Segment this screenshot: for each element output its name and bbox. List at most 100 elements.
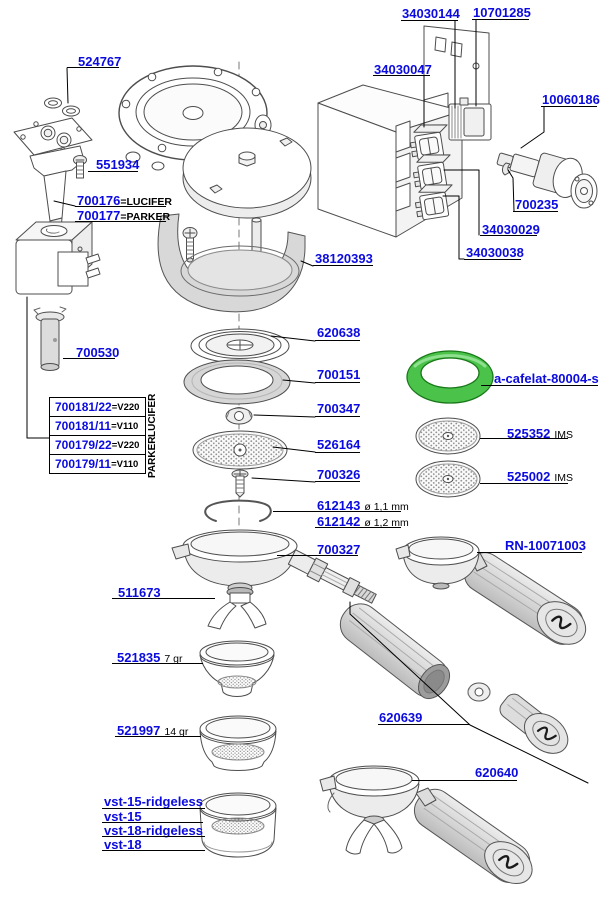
leader-underline [277, 555, 358, 556]
part-link-700181-11[interactable]: 700181/11 [55, 419, 112, 433]
leader-underline [401, 20, 458, 21]
part-link-525352[interactable]: 525352 [507, 426, 551, 441]
leader-underline [541, 106, 597, 107]
leader-underline [378, 724, 470, 725]
ims-screen-drawings [415, 417, 481, 498]
part-label-524767: 524767 [78, 55, 121, 68]
part-link-vst-18-ridgeless[interactable]: vst-18-ridgeless [104, 823, 203, 838]
leader-underline [88, 171, 138, 172]
part-link-700177[interactable]: 700177 [77, 208, 121, 223]
part-label-620638: 620638 [317, 326, 360, 339]
part-label-700235: 700235 [515, 198, 558, 211]
part-link-620640[interactable]: 620640 [475, 765, 519, 780]
part-link-620639[interactable]: 620639 [379, 710, 423, 725]
part-link-521997[interactable]: 521997 [117, 723, 161, 738]
part-link-RN-10071003[interactable]: RN-10071003 [505, 538, 586, 553]
part-link-612142[interactable]: 612142 [317, 514, 361, 529]
part-link-551934[interactable]: 551934 [96, 157, 140, 172]
part-link-10060186[interactable]: 10060186 [542, 92, 600, 107]
leader-underline [102, 850, 205, 851]
part-link-34030144[interactable]: 34030144 [402, 6, 460, 21]
part-link-10701285[interactable]: 10701285 [473, 5, 531, 20]
part-link-526164[interactable]: 526164 [317, 437, 361, 452]
part-suffix: 14 gr [164, 726, 189, 738]
part-label-700327: 700327 [317, 543, 360, 556]
part-link-700179-11[interactable]: 700179/11 [55, 457, 112, 471]
solenoid-valve-drawing [13, 97, 101, 371]
parts-stack-drawing [171, 328, 377, 604]
part-link-700151[interactable]: 700151 [317, 367, 361, 382]
part-label-10701285: 10701285 [473, 6, 531, 19]
leader-underline [315, 382, 360, 383]
leader-underline [480, 235, 537, 236]
part-link-700179-22[interactable]: 700179/22 [55, 438, 112, 452]
part-label-34030029: 34030029 [482, 223, 540, 236]
part-link-700326[interactable]: 700326 [317, 467, 361, 482]
leader-underline [477, 552, 582, 553]
part-link-38120393[interactable]: 38120393 [315, 251, 373, 266]
part-link-524767[interactable]: 524767 [78, 54, 122, 69]
part-label-vst-18-ridgeless: vst-18-ridgeless [104, 824, 203, 837]
part-link-34030029[interactable]: 34030029 [482, 222, 540, 237]
brand-logo-icon [551, 615, 572, 630]
part-link-511673[interactable]: 511673 [118, 585, 161, 600]
leader-underline [315, 527, 401, 528]
part-suffix: 7 gr [164, 653, 183, 665]
part-link-vst-15[interactable]: vst-15 [104, 809, 142, 824]
handle-620639-drawing [339, 603, 569, 754]
part-link-700347[interactable]: 700347 [317, 401, 361, 416]
part-label-700326: 700326 [317, 468, 360, 481]
leader-underline [315, 452, 360, 453]
leader-underline [102, 808, 205, 809]
voltage-suffix: =V220 [111, 401, 140, 413]
part-link-612143[interactable]: 612143 [317, 498, 361, 513]
leader-underline [273, 511, 401, 512]
leader-underline [75, 206, 166, 207]
part-link-525002[interactable]: 525002 [507, 469, 551, 484]
part-suffix: IMS [554, 472, 574, 484]
part-link-vst-18[interactable]: vst-18 [104, 837, 142, 852]
clip-700235-drawing [502, 162, 511, 176]
part-link-700181-22[interactable]: 700181/22 [55, 400, 112, 414]
part-link-620638[interactable]: 620638 [317, 325, 361, 340]
part-label-620640: 620640 [475, 766, 518, 779]
leader-underline [513, 211, 558, 212]
relay-drawing [448, 97, 492, 141]
part-label-700530: 700530 [76, 346, 119, 359]
leader-underline [75, 221, 166, 222]
leader-underline [315, 340, 360, 341]
part-link-521835[interactable]: 521835 [117, 650, 161, 665]
part-label-34030144: 34030144 [402, 7, 460, 20]
part-link-vst-15-ridgeless[interactable]: vst-15-ridgeless [104, 794, 203, 809]
part-label-526164: 526164 [317, 438, 360, 451]
part-suffix: =PARKER [120, 211, 171, 223]
part-link-34030038[interactable]: 34030038 [466, 245, 524, 260]
part-link-700235[interactable]: 700235 [515, 197, 559, 212]
part-link-34030047[interactable]: 34030047 [374, 62, 432, 77]
leader-underline [315, 481, 360, 482]
part-label-551934: 551934 [96, 158, 139, 171]
part-label-700347: 700347 [317, 402, 360, 415]
voltage-suffix: =V220 [111, 439, 140, 451]
part-suffix: ø 1,1 mm [364, 501, 409, 513]
part-link-700530[interactable]: 700530 [76, 345, 120, 360]
part-link-700176[interactable]: 700176 [77, 193, 121, 208]
leader-underline [472, 19, 529, 20]
part-link-700327[interactable]: 700327 [317, 542, 361, 557]
leader-underline [464, 259, 521, 260]
leader-underline [313, 265, 373, 266]
part-link-a-cafelat-80004-s[interactable]: a-cafelat-80004-s [494, 371, 599, 386]
leader-underline [67, 67, 119, 68]
leader-underline [63, 358, 115, 359]
portafilter-620640-drawing [319, 765, 533, 885]
part-label-RN-10071003: RN-10071003 [505, 539, 586, 552]
basket-521835-drawing [199, 640, 275, 697]
part-label-vst-15-ridgeless: vst-15-ridgeless [104, 795, 203, 808]
